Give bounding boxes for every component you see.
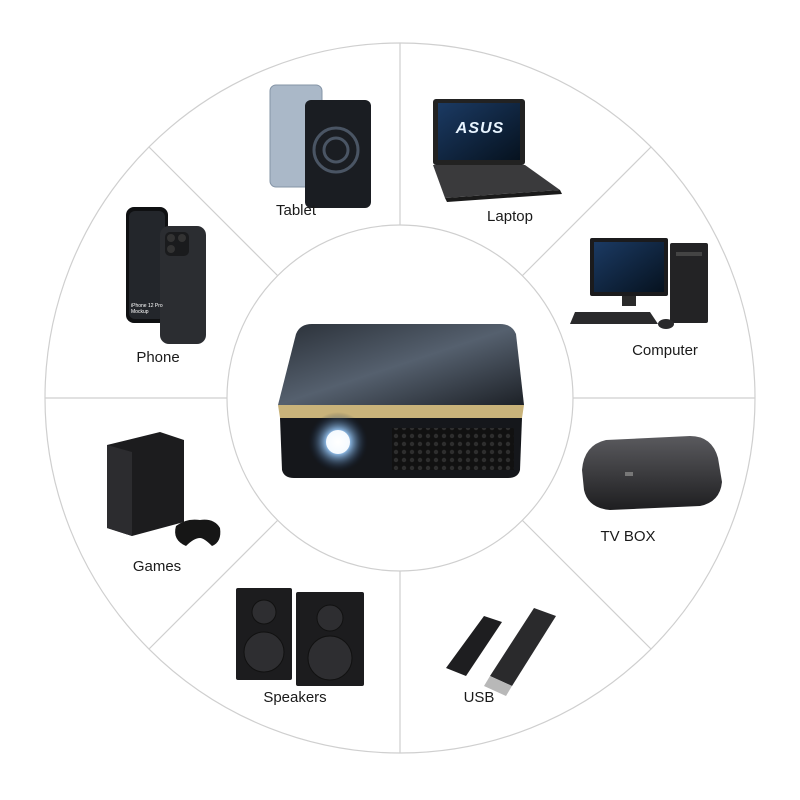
laptop-brand-text: ASUS [455, 120, 505, 137]
phone-icon [126, 207, 206, 344]
tvbox-icon [582, 436, 722, 510]
label-phone: Phone [136, 349, 180, 366]
projector-image [278, 324, 524, 478]
usb-icon [446, 608, 556, 696]
label-tvbox: TV BOX [600, 528, 656, 545]
label-speakers: Speakers [263, 689, 327, 706]
games-icon [107, 432, 221, 546]
laptop-icon [433, 99, 562, 202]
label-computer: Computer [632, 342, 698, 359]
segment-dividers [45, 43, 755, 753]
label-laptop: Laptop [487, 208, 533, 225]
computer-icon [570, 238, 708, 329]
label-tablet: Tablet [275, 202, 317, 219]
label-games: Games [132, 558, 182, 575]
speakers-icon [236, 588, 364, 686]
label-usb: USB [463, 689, 495, 706]
phone-screen-text: iPhone 12 Pro Mockup [131, 303, 163, 315]
tablet-icon [269, 84, 371, 208]
